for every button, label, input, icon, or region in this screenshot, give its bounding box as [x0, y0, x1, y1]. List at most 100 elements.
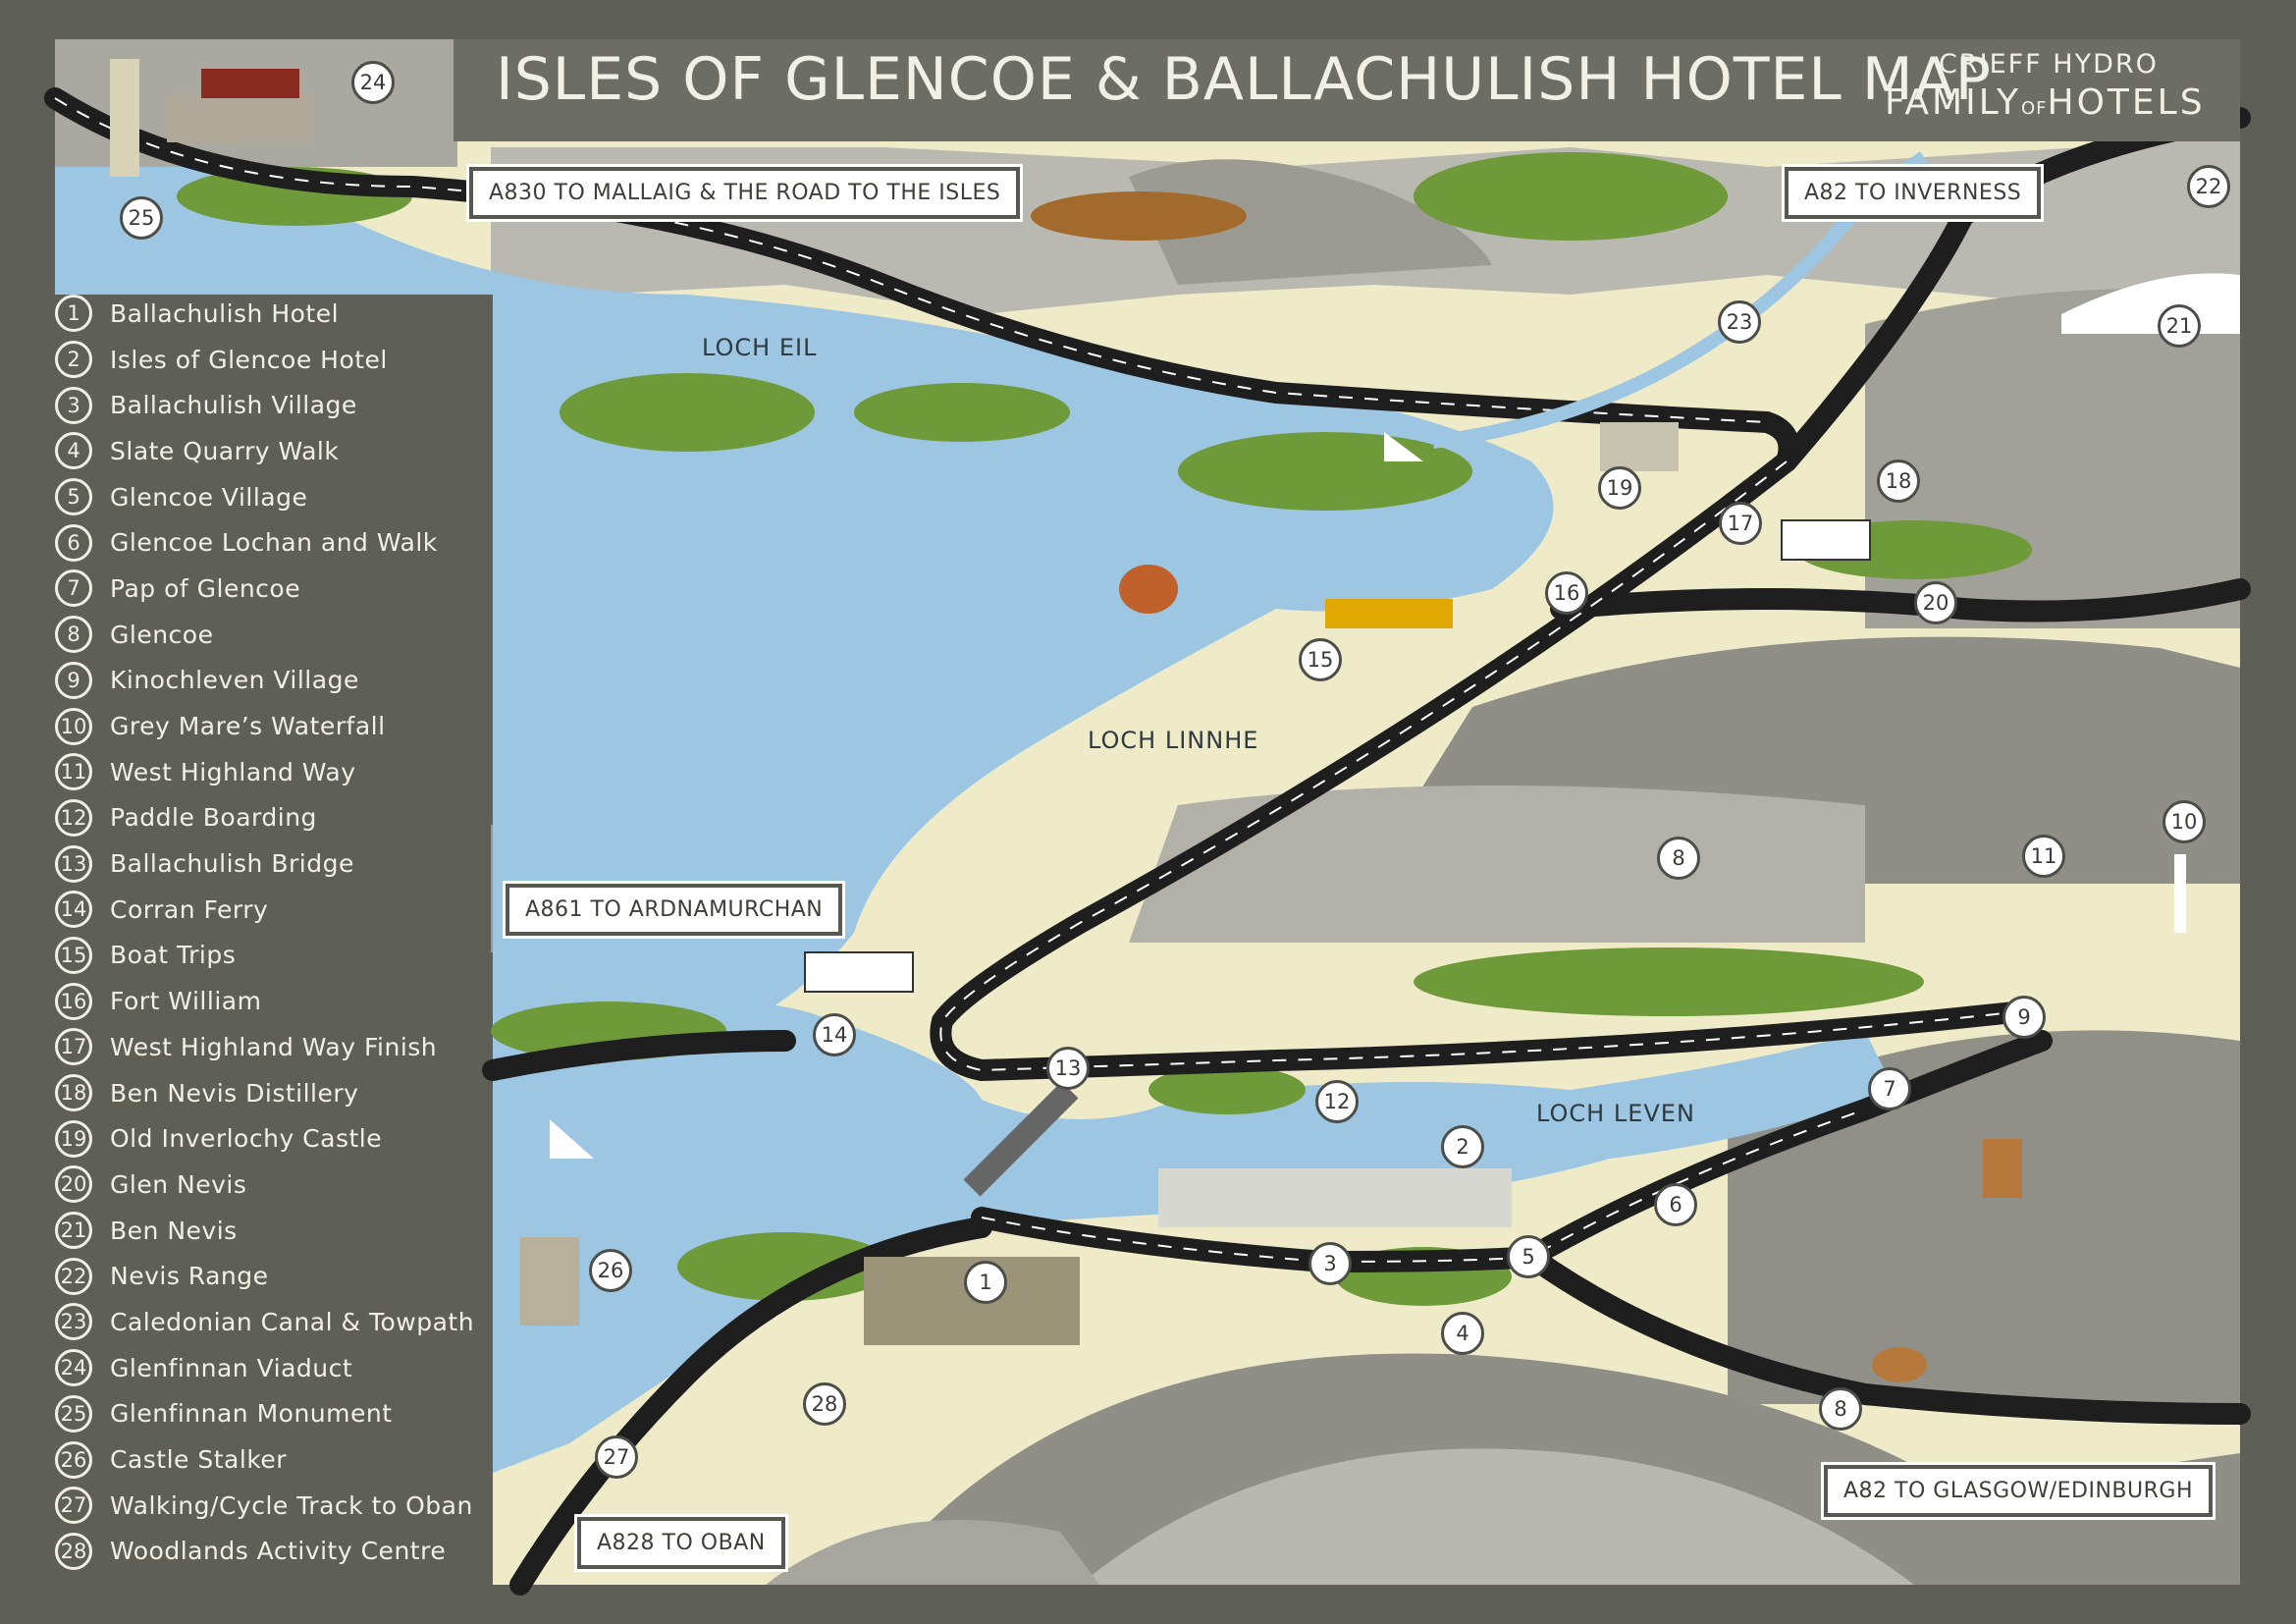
legend-item: 25 Glenfinnan Monument — [55, 1391, 477, 1437]
map-marker-21[interactable]: 21 — [2158, 304, 2201, 348]
legend-label: Ben Nevis Distillery — [110, 1078, 359, 1108]
map-marker-11[interactable]: 11 — [2022, 835, 2065, 878]
legend-label: Paddle Boarding — [110, 803, 317, 833]
map-marker-16[interactable]: 16 — [1545, 571, 1588, 615]
boat-trip-icon — [1325, 599, 1453, 628]
map-marker-15[interactable]: 15 — [1299, 638, 1342, 681]
monument-icon — [110, 59, 139, 177]
legend-number: 22 — [55, 1257, 92, 1295]
map-marker-1[interactable]: 1 — [964, 1261, 1007, 1304]
map-marker-5[interactable]: 5 — [1507, 1235, 1550, 1278]
legend-label: Ben Nevis — [110, 1216, 238, 1245]
map-marker-7[interactable]: 7 — [1868, 1067, 1911, 1110]
road-a861 — [482, 1030, 796, 1081]
brand-name: CRIEFF HYDRO — [1939, 49, 2159, 80]
map-marker-12[interactable]: 12 — [1315, 1080, 1359, 1123]
legend-number: 26 — [55, 1440, 92, 1479]
map-marker-8b[interactable]: 8 — [1819, 1387, 1862, 1431]
legend-number: 15 — [55, 936, 92, 974]
map-marker-9[interactable]: 9 — [2002, 996, 2046, 1039]
map-marker-20[interactable]: 20 — [1914, 581, 1957, 624]
legend-number: 19 — [55, 1119, 92, 1158]
legend-label: Glencoe Lochan and Walk — [110, 528, 438, 558]
legend-item: 23 Caledonian Canal & Towpath — [55, 1299, 477, 1345]
legend-number: 24 — [55, 1349, 92, 1387]
legend-number: 14 — [55, 891, 92, 929]
legend-label: Ballachulish Village — [110, 391, 357, 420]
map-marker-14[interactable]: 14 — [813, 1013, 856, 1056]
road-a82-south — [1521, 1246, 2251, 1425]
map-marker-4[interactable]: 4 — [1441, 1312, 1484, 1355]
title-bar — [454, 39, 2240, 141]
legend-number: 25 — [55, 1394, 92, 1433]
map-marker-2[interactable]: 2 — [1441, 1125, 1484, 1168]
legend-number: 16 — [55, 982, 92, 1020]
legend-number: 3 — [55, 386, 92, 424]
ballachulish-bridge-icon — [963, 1081, 1079, 1197]
map-marker-17[interactable]: 17 — [1719, 502, 1762, 545]
viaduct-icon — [167, 93, 314, 142]
legend-label: Glencoe — [110, 620, 214, 649]
road-sign-a82-inverness: A82 TO INVERNESS — [1781, 164, 2045, 222]
map-marker-25[interactable]: 25 — [120, 196, 163, 240]
legend-label: West Highland Way — [110, 757, 356, 786]
legend-label: Fort William — [110, 987, 262, 1016]
legend-label: West Highland Way Finish — [110, 1032, 438, 1061]
legend-number: 27 — [55, 1487, 92, 1525]
legend-number: 13 — [55, 844, 92, 883]
map-marker-13[interactable]: 13 — [1046, 1047, 1090, 1090]
isles-of-glencoe-hotel-icon — [1158, 1168, 1512, 1227]
legend-label: Glenfinnan Monument — [110, 1399, 393, 1429]
legend-number: 12 — [55, 798, 92, 837]
legend-label: Corran Ferry — [110, 894, 269, 924]
road-centre-lines — [54, 97, 2023, 1264]
map-marker-3[interactable]: 3 — [1308, 1242, 1352, 1285]
map-marker-6[interactable]: 6 — [1654, 1183, 1697, 1226]
map-marker-28[interactable]: 28 — [803, 1382, 846, 1426]
map-marker-27[interactable]: 27 — [595, 1435, 638, 1479]
legend-number: 7 — [55, 569, 92, 608]
legend-number: 17 — [55, 1028, 92, 1066]
map-marker-10[interactable]: 10 — [2163, 800, 2206, 843]
map-marker-24[interactable]: 24 — [351, 61, 395, 104]
road-sign-a828: A828 TO OBAN — [574, 1514, 788, 1572]
legend-item: 16 Fort William — [55, 978, 477, 1024]
legend-label: Grey Mare’s Waterfall — [110, 712, 386, 741]
legend-label: Caledonian Canal & Towpath — [110, 1307, 475, 1336]
road-sign-a830: A830 TO MALLAIG & THE ROAD TO THE ISLES — [465, 164, 1024, 222]
castle-stalker-icon — [520, 1237, 579, 1326]
legend-label: Castle Stalker — [110, 1445, 288, 1475]
legend-label: Kinochleven Village — [110, 666, 359, 695]
legend-number: 18 — [55, 1074, 92, 1112]
map-marker-8[interactable]: 8 — [1657, 837, 1700, 880]
legend-number: 28 — [55, 1532, 92, 1570]
legend-label: Pap of Glencoe — [110, 573, 301, 603]
map-marker-26[interactable]: 26 — [589, 1249, 632, 1292]
road-sign-a82-glasgow: A82 TO GLASGOW/EDINBURGH — [1821, 1462, 2216, 1520]
map-marker-22[interactable]: 22 — [2187, 165, 2230, 208]
legend-number: 10 — [55, 707, 92, 745]
legend-item: 14 Corran Ferry — [55, 887, 477, 933]
waterfall-icon — [2174, 854, 2186, 933]
loch-eil-label: LOCH EIL — [702, 334, 818, 361]
highland-cow-icon — [1872, 1347, 1927, 1382]
map-marker-18[interactable]: 18 — [1877, 460, 1920, 503]
legend-number: 8 — [55, 616, 92, 654]
map-marker-23[interactable]: 23 — [1718, 300, 1761, 344]
legend-number: 23 — [55, 1303, 92, 1341]
legend-number: 20 — [55, 1165, 92, 1204]
legend-label: Glencoe Village — [110, 482, 308, 512]
map-marker-19[interactable]: 19 — [1598, 466, 1641, 510]
